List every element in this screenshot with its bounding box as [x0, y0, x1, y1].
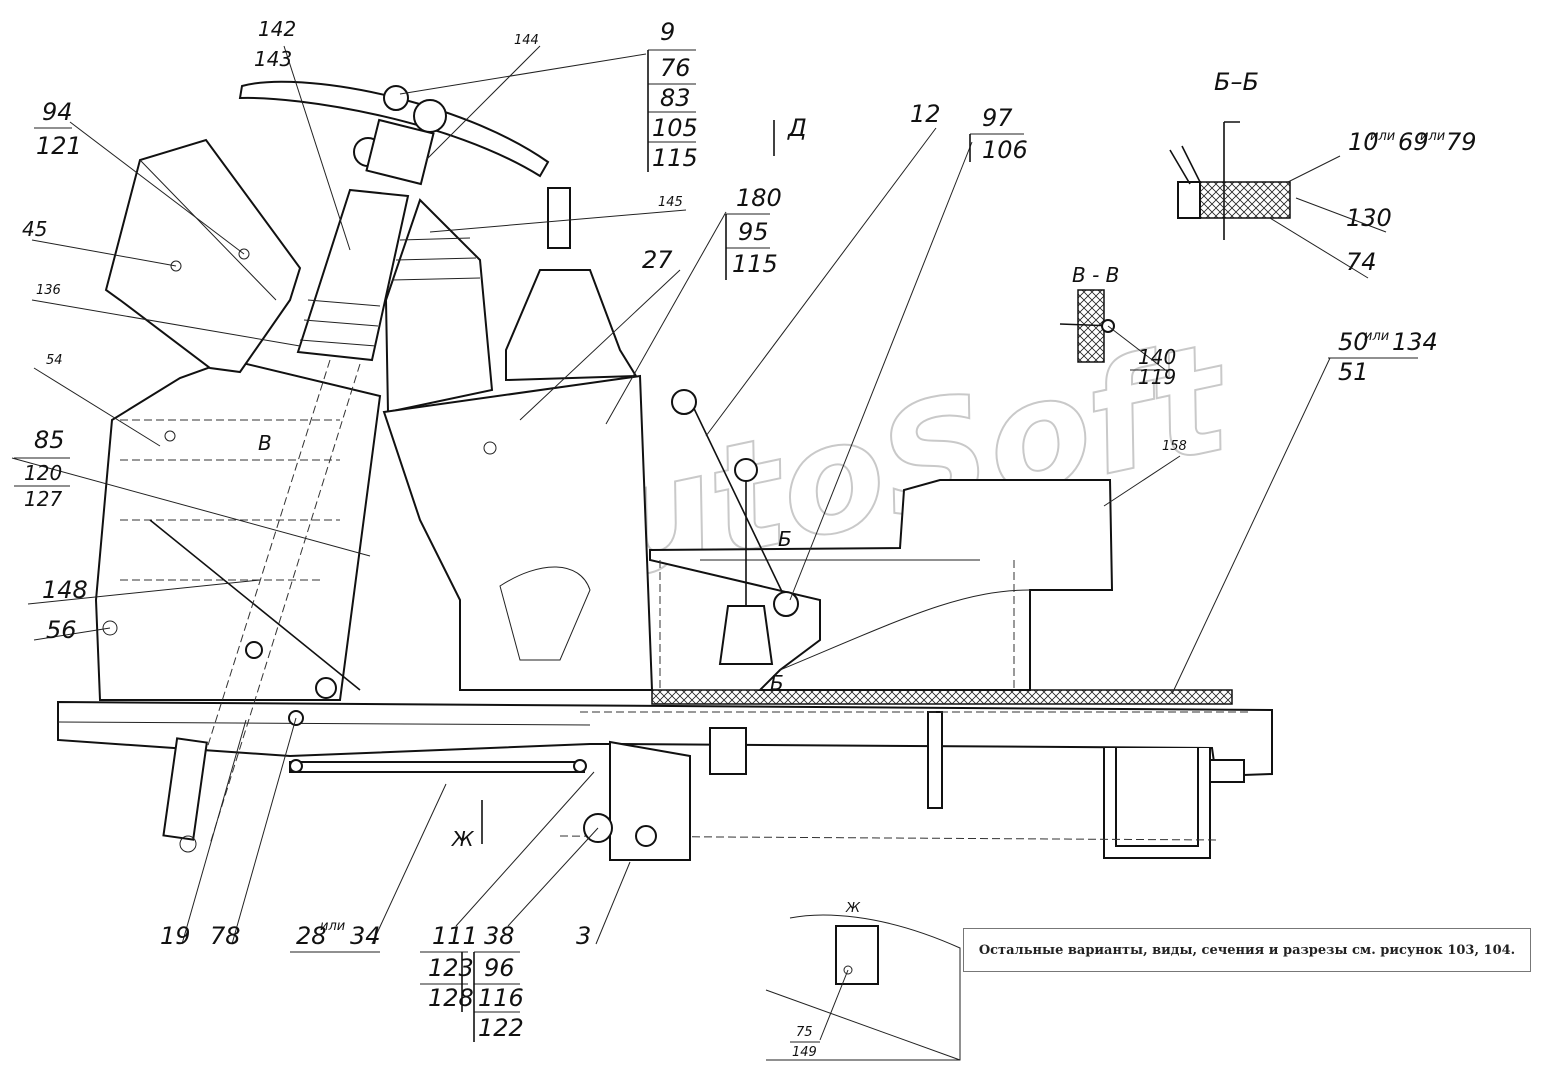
label-149: 149 — [792, 1045, 817, 1060]
nameplate — [835, 925, 879, 985]
label-54: 54 — [46, 353, 63, 368]
label-78: 78 — [210, 922, 241, 950]
right-console — [649, 389, 1114, 691]
label-9: 9 — [660, 18, 675, 46]
label-27: 27 — [642, 246, 673, 274]
label-119: 119 — [1138, 365, 1176, 389]
central-console — [382, 187, 654, 691]
label-79: 79 — [1446, 128, 1477, 156]
section-vv-title: В - В — [1072, 263, 1119, 287]
label-56: 56 — [46, 616, 77, 644]
label-180: 180 — [736, 184, 782, 212]
view-direction-d: Д — [787, 114, 807, 142]
label-136: 136 — [36, 283, 61, 298]
label-128: 128 — [428, 984, 474, 1012]
label-121: 121 — [36, 132, 82, 160]
section-marker-b: Б — [778, 527, 792, 551]
label-83: 83 — [660, 84, 691, 112]
label-34: 34 — [350, 922, 381, 950]
label-45: 45 — [22, 217, 47, 241]
label-38: 38 — [484, 922, 515, 950]
label-134: 134 — [1392, 328, 1438, 356]
label-145: 145 — [658, 195, 683, 210]
linkage — [245, 641, 691, 861]
section-bb — [1169, 121, 1291, 240]
steering-wheel — [238, 80, 550, 186]
label-28: 28 — [296, 922, 327, 950]
label-142: 142 — [258, 17, 296, 41]
label-50-or: или — [1364, 329, 1389, 344]
label-97: 97 — [982, 104, 1013, 132]
inset-zh-title: Ж — [845, 901, 861, 916]
floor-mat — [651, 689, 1233, 705]
steering-column — [162, 188, 410, 853]
label-74: 74 — [1346, 248, 1377, 276]
column-cover — [104, 138, 302, 374]
note-box: Остальные варианты, виды, сечения и разр… — [963, 928, 1531, 972]
label-50: 50 — [1338, 328, 1369, 356]
label-3: 3 — [576, 922, 591, 950]
inset-view-zh — [765, 914, 961, 1061]
left-console — [94, 138, 382, 701]
floor-frame — [57, 689, 1273, 859]
label-130: 130 — [1346, 204, 1392, 232]
label-106: 106 — [982, 136, 1028, 164]
label-10-or: или — [1370, 129, 1395, 144]
label-122: 122 — [478, 1014, 524, 1042]
label-120: 120 — [24, 461, 62, 485]
label-69: 69 — [1398, 128, 1429, 156]
callout-labels: 142 143 144 9 76 83 105 115 94 121 45 13… — [14, 17, 1477, 1060]
label-116: 116 — [478, 984, 524, 1012]
label-144: 144 — [514, 33, 539, 48]
label-94: 94 — [42, 98, 73, 126]
label-10: 10 — [1348, 128, 1379, 156]
leader-lines — [11, 45, 1387, 1041]
label-96: 96 — [484, 954, 515, 982]
label-19: 19 — [160, 922, 191, 950]
label-115: 115 — [732, 250, 778, 278]
label-111: 111 — [432, 922, 478, 950]
section-marker-v: В — [258, 431, 272, 455]
section-vv — [1059, 289, 1115, 363]
label-12: 12 — [910, 100, 941, 128]
label-69-or: или — [1420, 129, 1445, 144]
label-127: 127 — [24, 487, 62, 511]
label-105: 105 — [652, 114, 698, 142]
label-95: 95 — [738, 218, 769, 246]
section-marker-b-lower: Б — [770, 671, 784, 695]
label-51: 51 — [1338, 358, 1369, 386]
label-75: 75 — [796, 1025, 813, 1040]
label-115-top: 115 — [652, 144, 698, 172]
view-zh-arrow-label: Ж — [450, 827, 475, 851]
label-85: 85 — [34, 426, 65, 454]
label-76: 76 — [660, 54, 691, 82]
lever-1 — [687, 395, 787, 601]
note-text: Остальные варианты, виды, сечения и разр… — [978, 942, 1516, 958]
label-123: 123 — [428, 954, 474, 982]
section-bb-title: Б–Б — [1214, 68, 1259, 96]
label-140: 140 — [1138, 345, 1176, 369]
label-28-or: или — [320, 919, 345, 934]
label-148: 148 — [42, 576, 88, 604]
label-143: 143 — [254, 47, 292, 71]
label-158: 158 — [1162, 439, 1187, 454]
